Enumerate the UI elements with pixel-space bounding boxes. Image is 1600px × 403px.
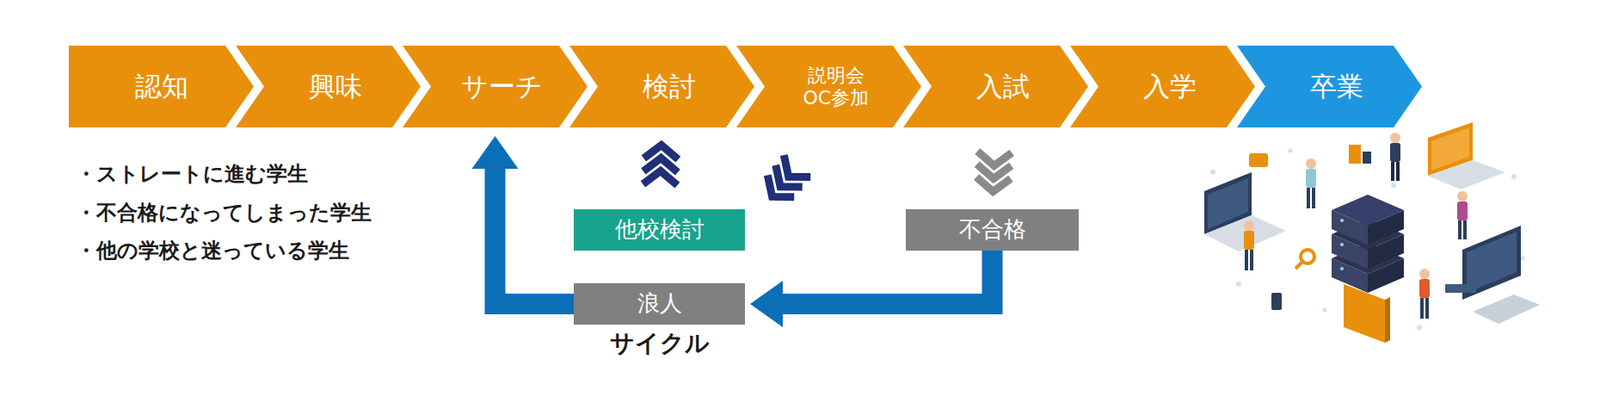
step-label: 卒業 (1295, 70, 1364, 103)
server-stack (1331, 194, 1404, 293)
chevron-fill (903, 45, 1089, 128)
bullet-note: ・不合格になってしまった学生 (75, 199, 372, 226)
chevron-stroke (767, 154, 811, 197)
arrow-head (750, 280, 783, 327)
arrow-shaft (495, 168, 575, 304)
cycle-arrow (472, 135, 575, 304)
step-chevron: 興味 (235, 45, 421, 128)
step-chevron: 卒業 (1236, 45, 1422, 128)
orange-panel (1343, 283, 1391, 343)
box-label: 不合格 (959, 215, 1027, 243)
chevron-fill (569, 45, 755, 128)
step-label: 入学 (1128, 70, 1197, 103)
status-box: 不合格 (905, 209, 1079, 251)
monitor-right (1462, 225, 1540, 324)
chevron-fill (402, 45, 588, 128)
bullet-note: ・ストレートに進む学生 (75, 160, 308, 187)
box-label: 他校検討 (615, 215, 705, 243)
chevron-fill (68, 45, 254, 128)
chevron-fill (1236, 45, 1422, 128)
chevron-stroke (642, 145, 678, 186)
step-chevron: サーチ (402, 45, 588, 128)
chevron-arrow (642, 145, 678, 186)
arrow-head (472, 135, 519, 169)
small-icons (1249, 144, 1477, 310)
step-label: 入試 (961, 70, 1030, 103)
step-label: 興味 (294, 70, 363, 103)
people (1243, 132, 1468, 319)
cycle-arrow (750, 250, 993, 327)
bullet-note: ・他の学校と迷っている学生 (75, 237, 350, 264)
step-chevron: 入試 (903, 45, 1089, 128)
chevron-fill (1070, 45, 1256, 128)
status-box: 他校検討 (573, 209, 745, 251)
step-label: 説明会 OC参加 (774, 64, 884, 109)
step-label: 認知 (135, 70, 189, 103)
chevron-arrow (976, 151, 1012, 192)
laptop-orange (1427, 122, 1506, 190)
step-chevron: 説明会 OC参加 (736, 45, 922, 128)
step-chevron: 入学 (1070, 45, 1256, 128)
chevron-stroke (976, 151, 1012, 192)
cycle-caption: サイクル (609, 327, 710, 358)
chevron-fill (235, 45, 421, 128)
step-label: 検討 (627, 70, 696, 103)
chevron-fill (736, 45, 922, 128)
chevron-arrow (767, 154, 811, 197)
laptop-left (1204, 172, 1287, 252)
status-box: 浪人 (573, 283, 745, 325)
step-chevron: 検討 (569, 45, 755, 128)
step-label: サーチ (447, 70, 544, 103)
box-label: 浪人 (637, 289, 683, 317)
arrow-shaft (782, 250, 993, 304)
step-chevron: 認知 (68, 45, 254, 128)
